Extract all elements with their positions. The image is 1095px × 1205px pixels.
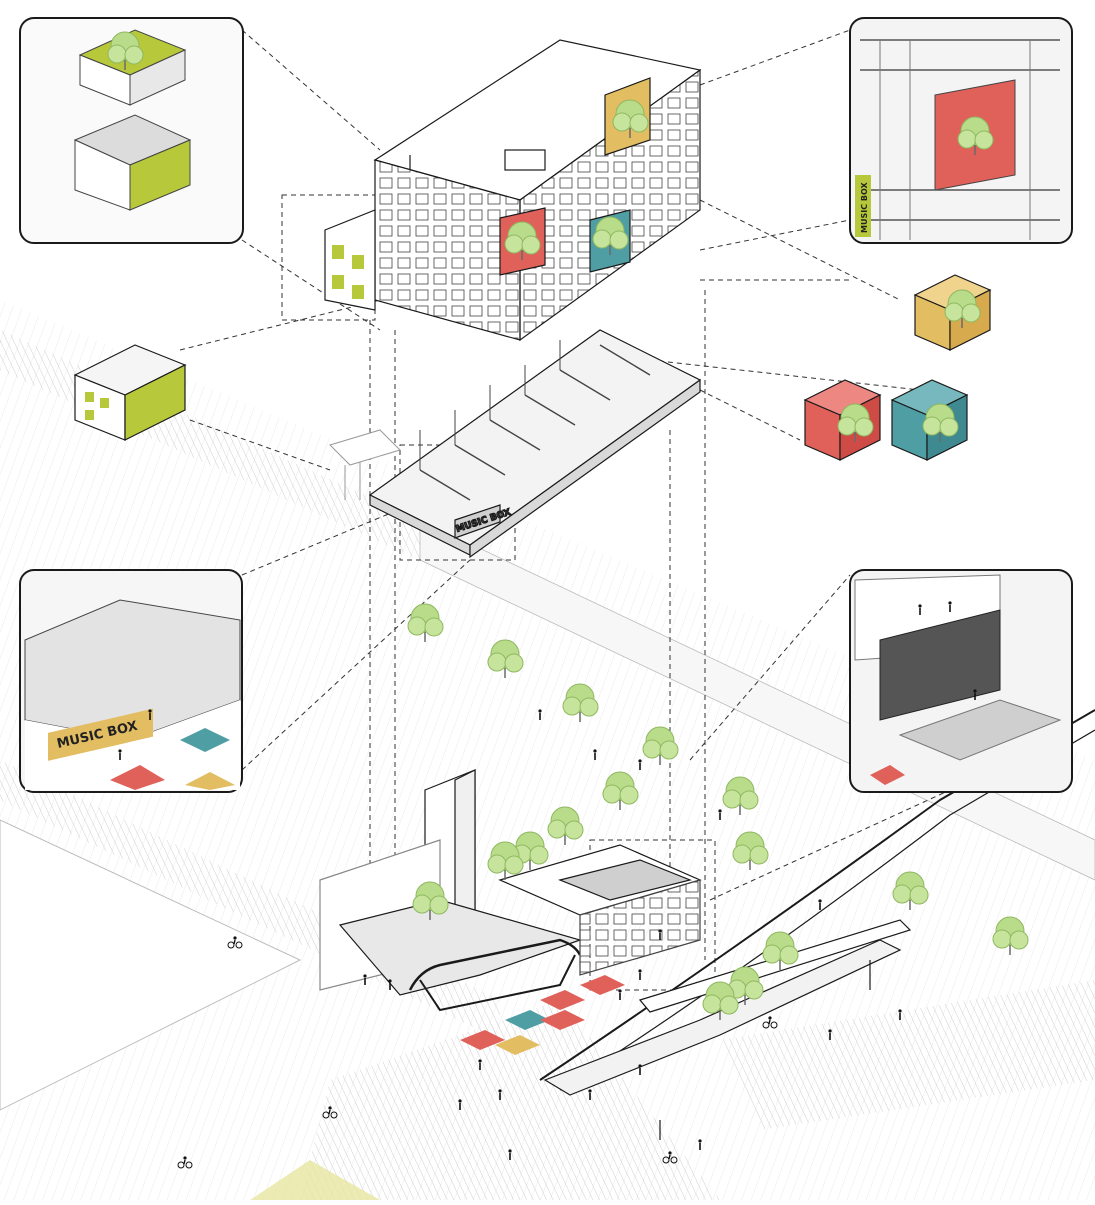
red-cube <box>803 379 882 461</box>
detail-callout-middle-right <box>849 569 1073 793</box>
ground-complex <box>319 769 702 1012</box>
detail-callout-top-right: MUSIC BOX <box>849 17 1073 244</box>
mustard-cube <box>913 274 992 351</box>
room-cubes <box>73 274 992 461</box>
detail-callout-top-left <box>19 17 244 244</box>
music-box-vertical-sign: MUSIC BOX <box>860 182 869 233</box>
grass-patch <box>250 1160 380 1200</box>
lime-cube <box>73 344 187 441</box>
exterior-stair <box>329 429 401 500</box>
cut-floor-plan: MUSIC BOX <box>368 329 702 559</box>
teal-cube <box>890 379 969 461</box>
street-south <box>300 1000 720 1200</box>
detail-callout-middle-left: MUSIC BOX <box>19 569 243 793</box>
residential-block <box>324 39 702 342</box>
plaza-canopies <box>460 975 625 1055</box>
